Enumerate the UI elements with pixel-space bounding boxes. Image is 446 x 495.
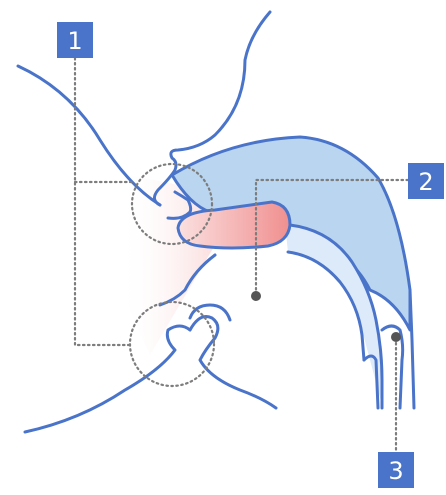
callout-1-label: 1 — [67, 27, 82, 55]
callout-1: 1 — [57, 22, 93, 58]
callout-3-label: 3 — [388, 457, 403, 485]
callout-2: 2 — [408, 163, 444, 199]
callout-3-marker-dot — [391, 332, 401, 342]
callout-2-label: 2 — [418, 168, 433, 196]
callout-3: 3 — [378, 452, 414, 488]
callout-2-marker-dot — [251, 291, 261, 301]
